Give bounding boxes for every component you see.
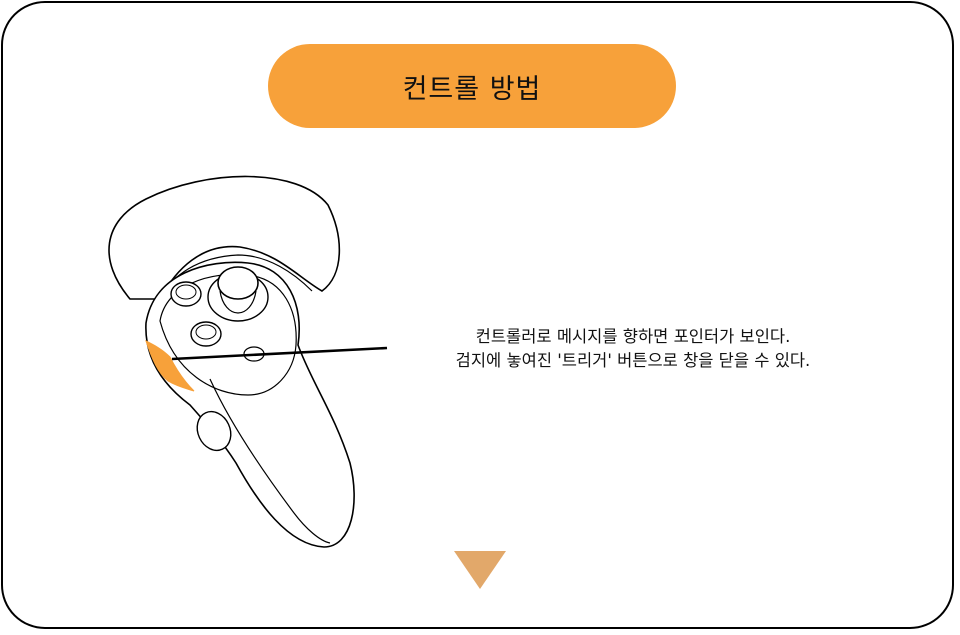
grip-button (196, 410, 232, 452)
instruction-text: 컨트롤러로 메시지를 향하면 포인터가 보인다. 검지에 놓여진 '트리거' 버… (423, 325, 843, 373)
controller-ring (108, 175, 341, 300)
thumbstick (217, 266, 259, 300)
page-title: 컨트롤 방법 (402, 73, 542, 105)
title-banner: 컨트롤 방법 (268, 44, 676, 128)
button-y (170, 281, 202, 307)
trigger-button (145, 340, 195, 392)
button-x (190, 321, 222, 347)
instruction-line-1: 컨트롤러로 메시지를 향하면 포인터가 보인다. (475, 327, 791, 346)
triangle-down-icon[interactable] (452, 549, 508, 591)
instruction-line-2: 검지에 놓여진 '트리거' 버튼으로 창을 닫을 수 있다. (455, 351, 811, 370)
pointer-ray (171, 346, 388, 361)
vr-controller-icon (108, 175, 388, 548)
